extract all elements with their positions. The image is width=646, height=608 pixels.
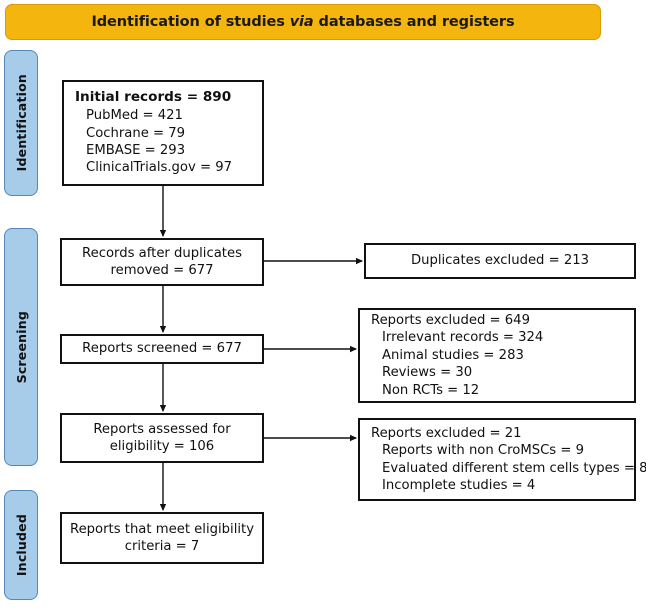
- header-text-after: databases and registers: [313, 14, 515, 30]
- node-reports-excluded-screening-item-animal: Animal studies = 283: [382, 347, 524, 363]
- node-reports-excluded-screening-item-nonrcts: Non RCTs = 12: [382, 382, 480, 398]
- node-reports-excluded-eligibility: Reports excluded = 21 Reports with non C…: [358, 418, 646, 501]
- node-initial-records-item-pubmed: PubMed = 421: [86, 108, 183, 124]
- node-initial-records-item-embase: EMBASE = 293: [86, 142, 186, 158]
- node-initial-records-item-cochrane: Cochrane = 79: [86, 125, 186, 141]
- node-initial-records-title: Initial records = 890: [75, 89, 232, 106]
- header-text-before: Identification of studies: [91, 14, 290, 30]
- node-reports-included-line2: criteria = 7: [124, 539, 200, 554]
- node-reports-assessed-line1: Reports assessed for: [93, 421, 231, 437]
- node-reports-included: Reports that meet eligibility criteria =…: [60, 512, 264, 564]
- node-initial-records-item-clinicaltrials: ClinicalTrials.gov = 97: [86, 160, 233, 176]
- diagram-header-title: Identification of studies via databases …: [91, 14, 514, 30]
- node-reports-excluded-screening-item-irrelevant: Irrelevant records = 324: [382, 330, 544, 346]
- node-reports-excluded-eligibility-item-cromscs: Reports with non CroMSCs = 9: [382, 443, 584, 459]
- node-reports-included-line1: Reports that meet eligibility: [70, 521, 254, 537]
- diagram-header-banner: Identification of studies via databases …: [5, 4, 601, 40]
- node-reports-assessed-line2: eligibility = 106: [109, 439, 215, 454]
- node-reports-excluded-screening-item-reviews: Reviews = 30: [382, 365, 473, 381]
- node-records-after-duplicates-line1: Records after duplicates: [82, 245, 242, 261]
- header-text-via: via: [289, 14, 314, 30]
- node-reports-screened: Reports screened = 677: [60, 334, 264, 364]
- stage-rail-identification-label: Identification: [13, 74, 29, 172]
- node-reports-excluded-screening: Reports excluded = 649 Irrelevant record…: [358, 308, 636, 403]
- node-reports-screened-line1: Reports screened = 677: [82, 341, 242, 357]
- node-reports-assessed: Reports assessed for eligibility = 106: [60, 413, 264, 463]
- stage-rail-included: Included: [4, 490, 38, 600]
- stage-rail-identification: Identification: [4, 50, 38, 196]
- stage-rail-screening-label: Screening: [13, 310, 29, 384]
- node-records-after-duplicates: Records after duplicates removed = 677: [60, 238, 264, 286]
- node-duplicates-excluded-line1: Duplicates excluded = 213: [410, 253, 590, 269]
- node-reports-excluded-eligibility-item-incomplete: Incomplete studies = 4: [382, 477, 536, 493]
- node-reports-excluded-screening-title: Reports excluded = 649: [371, 312, 530, 328]
- node-records-after-duplicates-line2: removed = 677: [110, 263, 214, 278]
- node-initial-records: Initial records = 890 PubMed = 421 Cochr…: [62, 80, 264, 186]
- node-duplicates-excluded: Duplicates excluded = 213: [364, 243, 636, 279]
- stage-rail-included-label: Included: [13, 513, 29, 577]
- node-reports-excluded-eligibility-title: Reports excluded = 21: [371, 425, 522, 441]
- stage-rail-screening: Screening: [4, 228, 38, 466]
- node-reports-excluded-eligibility-item-stemcells: Evaluated different stem cells types = 8: [382, 460, 646, 476]
